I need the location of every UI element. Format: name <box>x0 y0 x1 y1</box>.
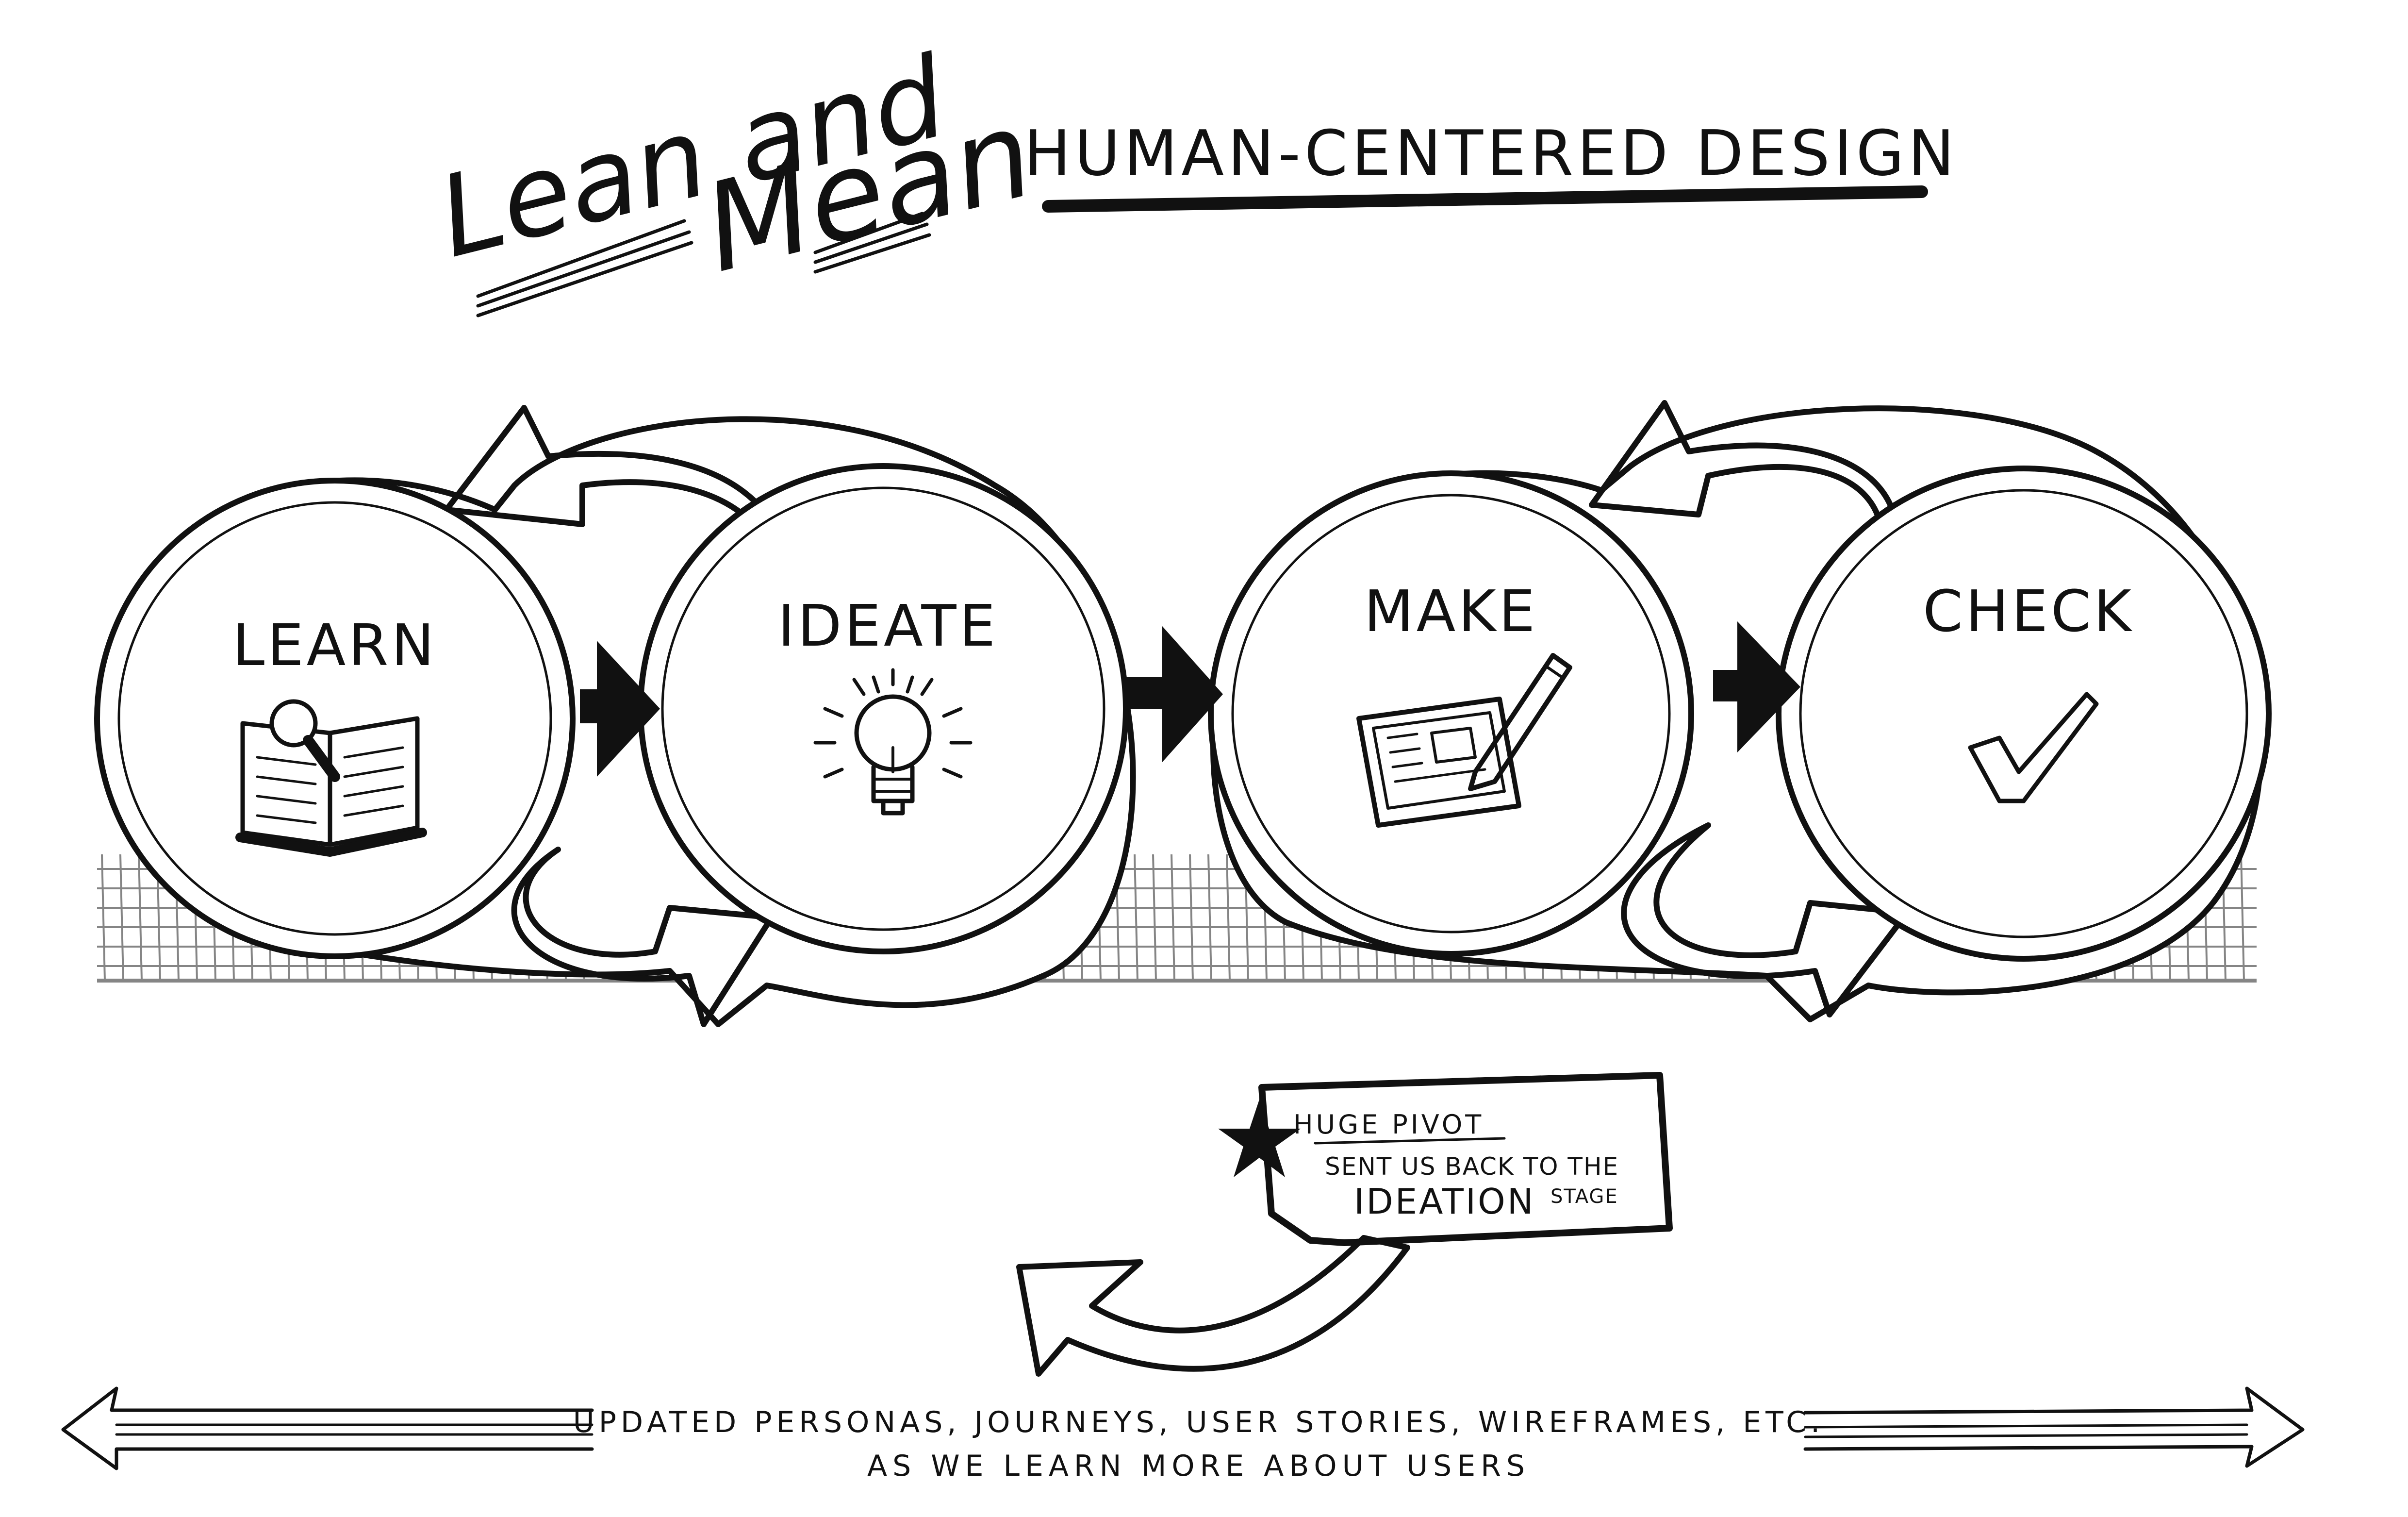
checkmark-icon <box>1968 692 2099 803</box>
pivot-line3-ideation: IDEATION <box>1354 1181 1535 1222</box>
loop2-bottom-arrow <box>1621 822 1910 1017</box>
pivot-note: HUGE PIVOT SENT US BACK TO THE IDEATION … <box>1016 1072 1673 1377</box>
tablet-pencil-icon <box>1356 653 1572 828</box>
pivot-underline <box>1314 1137 1506 1145</box>
stage-check: CHECK <box>1776 466 2272 962</box>
stage-label-learn: LEARN <box>232 612 437 679</box>
stage-ideate: IDEATE <box>638 463 1129 954</box>
footer-line2: AS WE LEARN MORE ABOUT USERS <box>867 1449 1530 1483</box>
title-block: Lean and Mean HUMAN-CENTERED DESIGN <box>427 33 1958 317</box>
connector-make-check <box>1713 621 1800 752</box>
stage-label-make: MAKE <box>1364 578 1538 645</box>
connector-learn-ideate <box>580 641 660 777</box>
book-magnifier-icon <box>235 699 427 857</box>
stage-label-ideate: IDEATE <box>778 592 998 659</box>
connector-ideate-make <box>1126 626 1223 762</box>
footer-left-arrow <box>61 1386 594 1470</box>
stage-label-check: CHECK <box>1923 578 2134 645</box>
pivot-line2: SENT US BACK TO THE <box>1325 1152 1619 1181</box>
pivot-line1: HUGE PIVOT <box>1293 1109 1484 1140</box>
title-script-underlines <box>476 212 931 317</box>
lightbulb-icon <box>813 668 973 816</box>
footer-line1: UPDATED PERSONAS, JOURNEYS, USER STORIES… <box>573 1405 1824 1439</box>
star-icon <box>1218 1100 1301 1177</box>
pivot-line3-stage: STAGE <box>1550 1185 1618 1208</box>
stage-make: MAKE <box>1208 470 1694 957</box>
title-main-underline <box>1042 185 1928 213</box>
title-main: HUMAN-CENTERED DESIGN <box>1024 117 1958 190</box>
loop1-bottom-arrow <box>511 847 775 1027</box>
footer-right-arrow <box>1803 1386 2305 1468</box>
pivot-note-box <box>1258 1072 1673 1246</box>
stage-learn: LEARN <box>94 478 576 959</box>
pivot-return-arrow <box>1016 1235 1410 1377</box>
